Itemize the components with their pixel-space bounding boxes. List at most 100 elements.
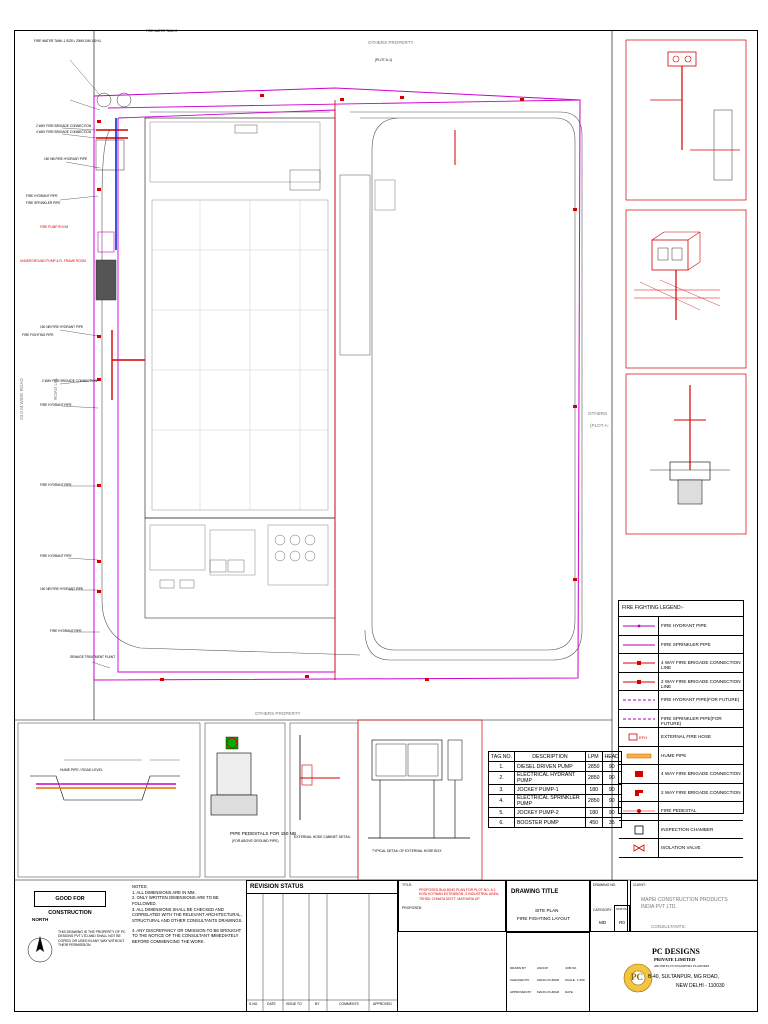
legend-symbol-icon xyxy=(635,789,643,796)
drawing-title-box: DRAWING TITLE SITE PLAN FIRE FIGHTING LA… xyxy=(506,880,590,932)
legend-symbol-icon xyxy=(623,624,655,628)
callout-fire-tank-2: FIRE WATER TANK-2 xyxy=(146,29,178,33)
table-cell: 35 xyxy=(601,817,622,828)
legend-symbol-icon xyxy=(623,718,655,719)
meta-value: ANOOP xyxy=(537,966,548,970)
legend-label: FIRE HYDRANT PIPE xyxy=(661,623,707,628)
meta-key: DATE xyxy=(565,990,573,994)
callout-stp: SEWAGE TREATMENT PLANT xyxy=(70,655,116,659)
table-cell: 4. xyxy=(488,794,515,808)
legend-label: 4 WAY FIRE BRIGADE CONNECTION xyxy=(661,771,741,776)
note-item: 2. ONLY WRITTEN DIMENSIONS ARE TO BE FOL… xyxy=(132,895,219,907)
pump-schedule-table: TAG.NO. DESCRIPTION LPM HEAD 1.DIESEL DR… xyxy=(488,751,622,828)
legend-row: FIRE HYDRANT PIPE(FOR FUTURE) xyxy=(619,691,743,710)
company-name-2: PRIVATE LIMITED xyxy=(654,957,696,962)
consultants-label: CONSULTANTS: xyxy=(651,924,686,929)
legend-label: EXTERNAL FIRE HOSE xyxy=(661,734,712,739)
good-for-construction-stamp: GOOD FOR CONSTRUCTION xyxy=(34,891,106,916)
svg-text:EFH: EFH xyxy=(639,735,647,740)
legend-divider xyxy=(658,802,659,820)
callout-hydrant-pipe-3: 150 NB FIRE HYDRANT PIPE xyxy=(40,325,84,329)
drawing-title-2: FIRE FIGHTING LAYOUT xyxy=(517,916,571,921)
others-property-top: OTHERS PROPERTY xyxy=(368,40,414,45)
table-header: TAG.NO. xyxy=(488,751,515,762)
legend-divider xyxy=(658,765,659,783)
meta-box: DRAWN BY ANOOP CHECKED BY MANOJ KUMAR AP… xyxy=(506,932,590,1012)
legend-label: FIRE HYDRANT PIPE(FOR FUTURE) xyxy=(661,697,740,702)
status-box: STATUS R0 xyxy=(614,905,630,932)
others-property-bottom: OTHERS PROPERTY xyxy=(255,711,301,716)
legend-symbol-icon xyxy=(623,679,655,684)
meta-key: CHECKED BY xyxy=(510,978,530,982)
legend-divider xyxy=(658,820,659,838)
rev-col: ISSUE TO xyxy=(286,1002,302,1006)
rev-col: S.NO. xyxy=(249,1002,259,1006)
callout-hydrant-pipe-6: FIRE HYDRANT PIPE xyxy=(40,554,72,558)
legend-divider xyxy=(658,635,659,653)
rev-col: BY xyxy=(315,1002,320,1006)
callout-4way-brigade: 4 WAY FIRE BRIGADE CONNECTION xyxy=(36,130,92,134)
table-cell: 1. xyxy=(488,761,515,772)
table-cell: 2850 xyxy=(584,794,603,808)
legend-symbol-icon xyxy=(626,753,652,758)
legend-row: FIRE HYDRANT PIPE xyxy=(619,617,743,636)
legend-row: HUME PIPE xyxy=(619,746,743,765)
table-cell: 2850 xyxy=(584,771,603,785)
pc-logo: PC xyxy=(631,972,643,982)
table-cell: 6. xyxy=(488,817,515,828)
company-address: B-40, SULTANPUR, MG ROAD, xyxy=(648,974,719,980)
rev-col: DATE xyxy=(267,1002,276,1006)
legend-label: ISOLATION VALVE xyxy=(661,845,701,850)
legend-divider xyxy=(658,709,659,727)
legend-divider xyxy=(658,617,659,635)
table-cell: 2. xyxy=(488,771,515,785)
revision-grid xyxy=(247,894,397,1012)
north-label: NORTH xyxy=(32,917,49,922)
table-cell: DIESEL DRIVEN PUMP xyxy=(513,761,586,772)
rev-col: APPROVED xyxy=(373,1002,392,1006)
legend-label: 4 WAY FIRE BRIGADE CONNECTION LINE xyxy=(661,660,741,670)
table-cell: 180 xyxy=(584,784,603,795)
meta-key: JOB NO. xyxy=(565,966,578,970)
status-label: STATUS xyxy=(616,907,627,911)
notes-block: NOTES: 1. ALL DIMENSIONS ARE IN MM. 2. O… xyxy=(132,884,244,945)
table-header: DESCRIPTION xyxy=(513,751,586,762)
company-tagline: ARCHITECTS ENGINEERS PLANNERS xyxy=(654,964,710,968)
legend-row: FIRE PEDESTAL xyxy=(619,802,743,821)
legend-divider xyxy=(658,839,659,857)
legend-divider xyxy=(658,654,659,672)
fire-fighting-legend: FIRE FIGHTING LEGEND:- FIRE HYDRANT PIPE… xyxy=(618,600,744,858)
callout-2way-brigade: 2 WAY FIRE BRIGADE CONNECTION xyxy=(36,124,92,128)
table-cell: 3. xyxy=(488,784,515,795)
legend-divider xyxy=(658,783,659,801)
callout-fire-fighting-pipe: FIRE FIGHTING PIPE xyxy=(22,333,54,337)
legend-label: 2 WAY FIRE BRIGADE CONNECTION LINE xyxy=(661,678,741,689)
company-address-2: NEW DELHI - 110030 xyxy=(676,983,725,989)
category-label: CATEGORY xyxy=(593,908,612,912)
callout-hydrant-pipe-7: 150 NB FIRE HYDRANT PIPE xyxy=(40,587,84,591)
callout-underground-pump: UNDERGROUND PUMP & FL FRAME ROOM xyxy=(20,259,86,263)
callout-sprinkler-pipe: FIRE SPRINKLER PIPE xyxy=(26,201,61,205)
meta-key: APPROVED BY xyxy=(510,990,532,994)
meta-value: MANOJ KUMAR xyxy=(537,990,560,994)
ownership-note: THIS DRAWING IS THE PROPERTY OF PC DESIG… xyxy=(58,930,126,948)
legend-symbol-icon xyxy=(623,699,655,701)
client-name: MAPEI CONSTRUCTION PRODUCTS INDIA PVT LT… xyxy=(641,897,728,910)
revision-title: REVISION STATUS xyxy=(247,881,397,894)
client-box: CLIENT: MAPEI CONSTRUCTION PRODUCTS INDI… xyxy=(630,880,758,932)
table-cell: ELECTRICAL HYDRANT PUMP xyxy=(513,771,586,785)
table-cell: ELECTRICAL SPRINKLER PUMP xyxy=(513,794,586,808)
rev-col: COMMENTS xyxy=(339,1002,359,1006)
revision-status-block: REVISION STATUS S.NO. DATE ISSUE TO BY C… xyxy=(246,880,398,1012)
legend-divider xyxy=(658,728,659,746)
category-value: MD xyxy=(599,920,607,925)
legend-row: INSPECTION CHAMBER xyxy=(619,820,743,839)
table-cell: JOCKEY PUMP-2 xyxy=(513,807,586,818)
legend-symbol-icon xyxy=(623,644,655,645)
callout-2way-brigade-2: 2 WAY FIRE BRIGADE CONNECTION xyxy=(42,379,98,383)
callout-hydrant-pipe-1: 150 NB FIRE HYDRANT PIPE xyxy=(44,157,88,161)
